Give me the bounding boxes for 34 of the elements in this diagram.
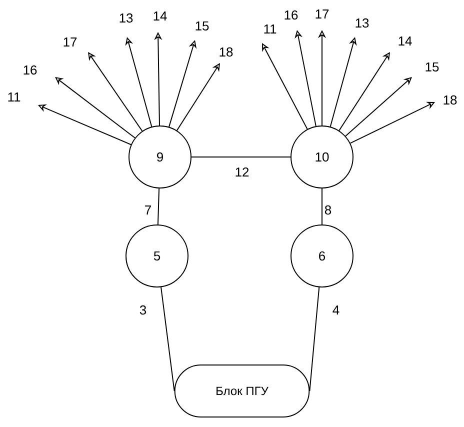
circle-node: 10 (290, 126, 354, 188)
connector-line (309, 286, 320, 392)
edge-label: 13 (354, 17, 370, 29)
edge-label: 17 (314, 8, 330, 20)
edge-label: 13 (118, 12, 134, 24)
edge-label: 3 (138, 304, 148, 316)
edge-label: 11 (262, 24, 278, 34)
edge-label: 7 (143, 204, 153, 216)
circle-node: 6 (290, 224, 354, 288)
edge-label: 15 (424, 61, 440, 73)
arrow (338, 52, 390, 132)
edge-label: 11 (6, 92, 22, 102)
arrow (55, 77, 136, 138)
arrow (88, 52, 143, 132)
arrow (262, 43, 308, 130)
arrow (345, 77, 412, 137)
connector-line (191, 156, 291, 158)
rounded-box: Блок ПГУ (174, 364, 310, 418)
circle-node: 5 (126, 224, 188, 288)
circle-node: 9 (128, 126, 192, 188)
edge-label: 16 (22, 64, 38, 76)
edge-label: 4 (331, 304, 341, 316)
connector-line (160, 286, 175, 392)
edge-label: 8 (323, 204, 333, 216)
edge-label: 15 (194, 20, 210, 32)
edge-label: 18 (442, 94, 458, 106)
edge-label: 16 (282, 9, 300, 21)
connector-line (157, 188, 160, 225)
edge-label: 14 (152, 10, 168, 22)
edge-label: 18 (218, 46, 234, 58)
edge-label: 14 (396, 36, 414, 46)
arrow (176, 63, 220, 131)
edge-label: 12 (234, 166, 250, 178)
edge-label: 17 (62, 36, 78, 48)
